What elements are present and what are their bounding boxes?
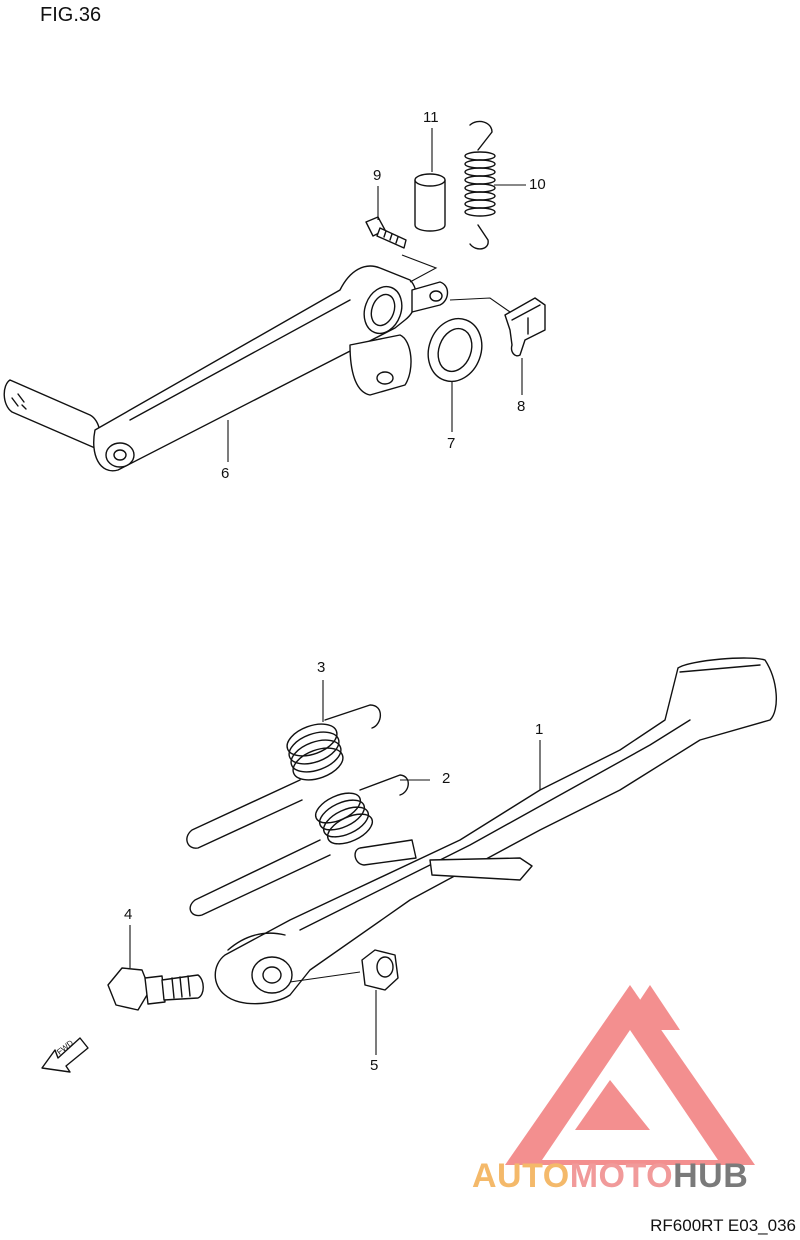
callout-7: 7 <box>447 435 456 452</box>
callout-8: 8 <box>517 398 526 415</box>
assembly-guide-lines <box>401 254 511 313</box>
bushing-part <box>414 173 446 232</box>
brake-pedal-part <box>3 265 449 472</box>
figure-code: RF600RT E03_036 <box>650 1216 796 1235</box>
callout-9: 9 <box>373 167 382 184</box>
small-spring-part <box>189 774 409 917</box>
callout-4: 4 <box>124 906 133 923</box>
stand-pin-part <box>354 839 533 881</box>
watermark-auto: AUTO <box>472 1157 570 1195</box>
callout-1: 1 <box>535 721 544 738</box>
watermark-logo <box>505 985 755 1165</box>
callout-2: 2 <box>442 770 451 787</box>
stand-guide-lines <box>289 971 361 983</box>
watermark-hub: HUB <box>673 1157 749 1195</box>
spring-part <box>464 120 496 250</box>
nut-part <box>361 949 399 991</box>
callout-6: 6 <box>221 465 230 482</box>
watermark-text: AUTOMOTOHUB <box>472 1157 748 1196</box>
washer-part <box>427 317 483 383</box>
figure-title: FIG.36 <box>40 4 102 26</box>
callout-10: 10 <box>529 176 546 193</box>
callout-11: 11 <box>423 109 439 126</box>
fwd-arrow-icon <box>41 1037 89 1073</box>
side-stand-part <box>214 657 778 1005</box>
bolt-part <box>365 216 407 249</box>
clip-part <box>504 297 546 357</box>
callout-5: 5 <box>370 1057 379 1074</box>
callout-leaders <box>129 128 541 1055</box>
watermark-moto: MOTO <box>569 1157 674 1195</box>
callout-3: 3 <box>317 659 326 676</box>
pivot-bolt-part <box>107 967 204 1011</box>
large-spring-part <box>186 704 382 849</box>
